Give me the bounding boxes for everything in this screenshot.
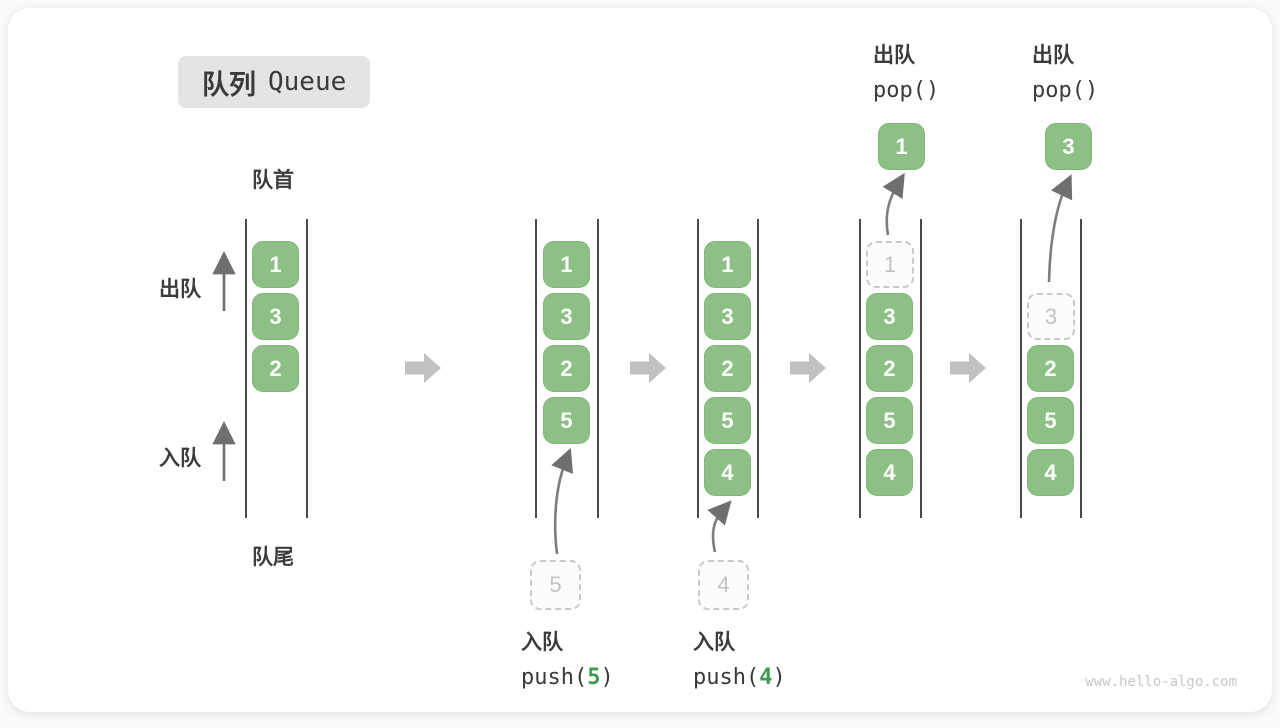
queue4-element: 2 xyxy=(866,345,913,392)
dequeue-arrow-icon xyxy=(882,172,905,236)
queue5-popped-element: 3 xyxy=(1045,123,1092,170)
queue1-element: 2 xyxy=(252,345,299,392)
label-dequeue-direction: 出队 xyxy=(159,278,201,301)
queue2-element: 3 xyxy=(543,293,590,340)
queue3-element: 3 xyxy=(704,293,751,340)
queue4-element: 5 xyxy=(866,397,913,444)
code-post: ) xyxy=(772,665,786,690)
code-pre: push( xyxy=(521,665,588,690)
enqueue-code: push(4) xyxy=(693,665,786,690)
queue2-right-rail xyxy=(597,219,599,518)
queue2-element: 5 xyxy=(543,397,590,444)
enqueue-arrow-icon xyxy=(707,500,732,553)
step-arrow-icon xyxy=(630,353,666,383)
queue5-removed-ghost: 3 xyxy=(1027,293,1075,340)
queue1-left-rail xyxy=(245,219,247,518)
enqueue-arrow-icon xyxy=(551,447,574,555)
dequeue-arrow-icon xyxy=(1047,174,1073,283)
queue2-element: 2 xyxy=(543,345,590,392)
label-queue-front: 队首 xyxy=(252,169,294,192)
queue3-element: 2 xyxy=(704,345,751,392)
step-arrow-icon xyxy=(790,353,826,383)
queue3-element: 5 xyxy=(704,397,751,444)
queue2-incoming-ghost: 5 xyxy=(530,560,581,610)
queue1-element: 3 xyxy=(252,293,299,340)
code-arg: 4 xyxy=(759,665,773,690)
queue4-right-rail xyxy=(920,219,922,518)
figure-card: 队列 Queue 队首 队尾 出队 入队 1 3 2 1 3 2 5 5 入队 … xyxy=(8,8,1272,712)
queue4-left-rail xyxy=(859,219,861,518)
dequeue-op-label: 出队 xyxy=(873,44,915,67)
title-en: Queue xyxy=(268,67,347,97)
queue3-left-rail xyxy=(697,219,699,518)
queue4-element: 3 xyxy=(866,293,913,340)
enqueue-op-label: 入队 xyxy=(521,631,563,654)
queue2-left-rail xyxy=(535,219,537,518)
queue5-left-rail xyxy=(1020,219,1022,518)
title-cn: 队列 xyxy=(202,69,256,100)
dequeue-code: pop() xyxy=(873,78,940,103)
queue4-popped-element: 1 xyxy=(878,123,925,170)
queue3-right-rail xyxy=(757,219,759,518)
queue2-element: 1 xyxy=(543,241,590,288)
queue4-removed-ghost: 1 xyxy=(866,241,914,288)
queue4-operation-caption: 出队 pop() xyxy=(873,39,939,103)
label-enqueue-direction: 入队 xyxy=(159,447,201,470)
dequeue-code: pop() xyxy=(1032,78,1099,103)
code-arg: 5 xyxy=(587,665,601,690)
code-pre: push( xyxy=(693,665,760,690)
dequeue-op-label: 出队 xyxy=(1032,44,1074,67)
queue3-element: 1 xyxy=(704,241,751,288)
queue4-element: 4 xyxy=(866,449,913,496)
watermark: www.hello-algo.com xyxy=(1085,674,1237,690)
queue5-element: 5 xyxy=(1027,397,1074,444)
step-arrow-icon xyxy=(950,353,986,383)
queue2-operation-caption: 入队 push(5) xyxy=(521,626,614,690)
queue1-element: 1 xyxy=(252,241,299,288)
step-arrow-icon xyxy=(405,353,441,383)
queue5-element: 2 xyxy=(1027,345,1074,392)
queue1-right-rail xyxy=(306,219,308,518)
queue5-operation-caption: 出队 pop() xyxy=(1032,39,1098,103)
label-queue-rear: 队尾 xyxy=(252,546,294,569)
title-badge: 队列 Queue xyxy=(178,56,371,108)
code-post: ) xyxy=(600,665,614,690)
enqueue-op-label: 入队 xyxy=(693,631,735,654)
queue3-incoming-ghost: 4 xyxy=(698,560,749,610)
queue5-element: 4 xyxy=(1027,449,1074,496)
queue3-element: 4 xyxy=(704,449,751,496)
enqueue-code: push(5) xyxy=(521,665,614,690)
queue5-right-rail xyxy=(1080,219,1082,518)
queue3-operation-caption: 入队 push(4) xyxy=(693,626,786,690)
